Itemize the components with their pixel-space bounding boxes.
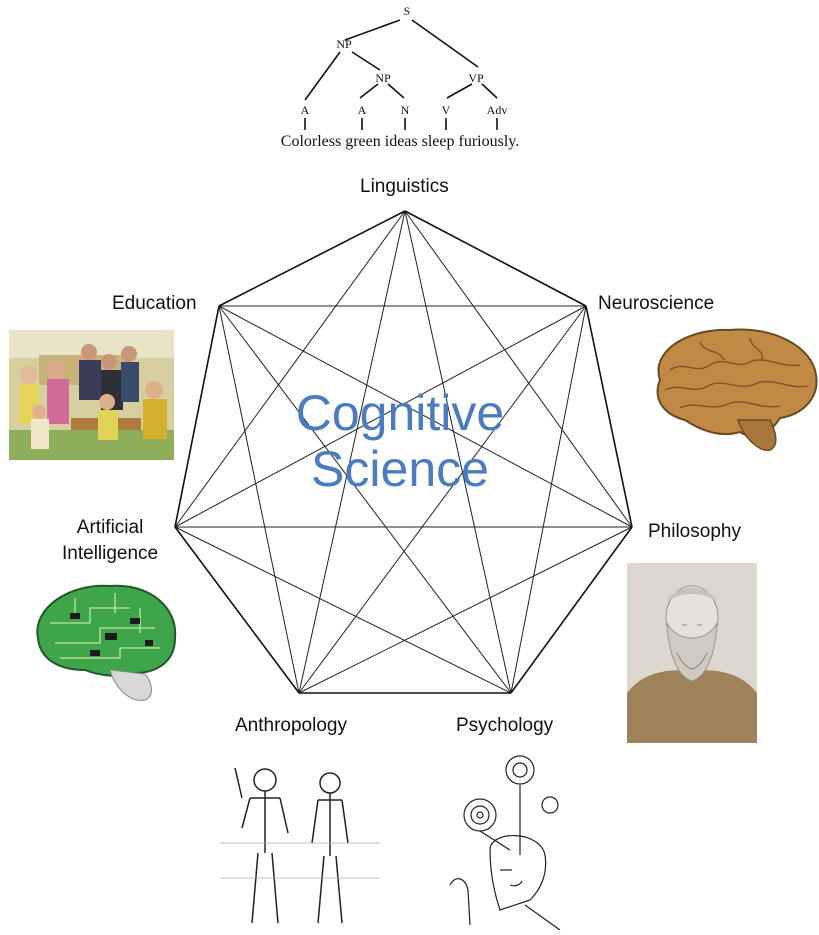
tree-node-np-inner: NP (375, 71, 391, 85)
education-classroom-photo (9, 330, 174, 460)
philosophy-bust-photo (627, 563, 757, 743)
heptagon-edge (585, 305, 633, 528)
heptagon-chord (298, 305, 587, 694)
label-anthropology: Anthropology (235, 715, 347, 736)
heptagon-chord (174, 526, 512, 694)
label-ai-line2: Intelligence (62, 543, 159, 564)
heptagon-chord (510, 305, 587, 694)
tree-sentence: Colorless green ideas sleep furiously. (281, 133, 519, 150)
center-title: Cognitive Science (220, 385, 580, 497)
ai-circuit-brain-image (36, 584, 177, 701)
tree-node-a1: A (301, 103, 310, 117)
heptagon-chord (298, 526, 633, 694)
heptagon-chord (174, 210, 406, 528)
tree-node-vp: VP (468, 71, 484, 85)
tree-node-np: NP (336, 37, 352, 51)
label-education: Education (112, 293, 197, 314)
anthropology-figures-drawing (220, 767, 380, 924)
heptagon-edge (174, 526, 300, 694)
heptagon-chord (404, 210, 633, 528)
heptagon-edge (404, 210, 587, 307)
heptagon-chord (174, 305, 587, 528)
label-neuroscience: Neuroscience (598, 293, 715, 314)
neuroscience-brain-photo (656, 328, 818, 451)
heptagon-chord (218, 305, 300, 694)
label-ai-line1: Artificial (76, 517, 144, 538)
heptagon-edge (510, 526, 633, 694)
heptagon-edge (218, 210, 406, 307)
label-linguistics: Linguistics (360, 176, 449, 197)
tree-node-v: V (442, 103, 451, 117)
heptagon-chord (298, 210, 406, 694)
heptagon-chord (404, 210, 512, 694)
label-psychology: Psychology (456, 715, 554, 736)
heptagon-edge (174, 305, 220, 528)
tree-node-s: S (404, 4, 411, 18)
center-title-line1: Cognitive (295, 385, 505, 441)
tree-node-a2: A (358, 103, 367, 117)
heptagon-chord (218, 305, 512, 694)
center-title-line2: Science (311, 441, 489, 497)
label-artificial-intelligence: Artificial Intelligence (62, 515, 158, 567)
psychology-engraving-head (449, 755, 561, 930)
syntax-tree: S NP NP VP A A N V Adv Colorless green i… (281, 4, 519, 150)
tree-node-adv: Adv (487, 103, 508, 117)
label-philosophy: Philosophy (648, 521, 741, 542)
heptagon-chord (218, 305, 633, 528)
tree-node-n: N (401, 103, 410, 117)
